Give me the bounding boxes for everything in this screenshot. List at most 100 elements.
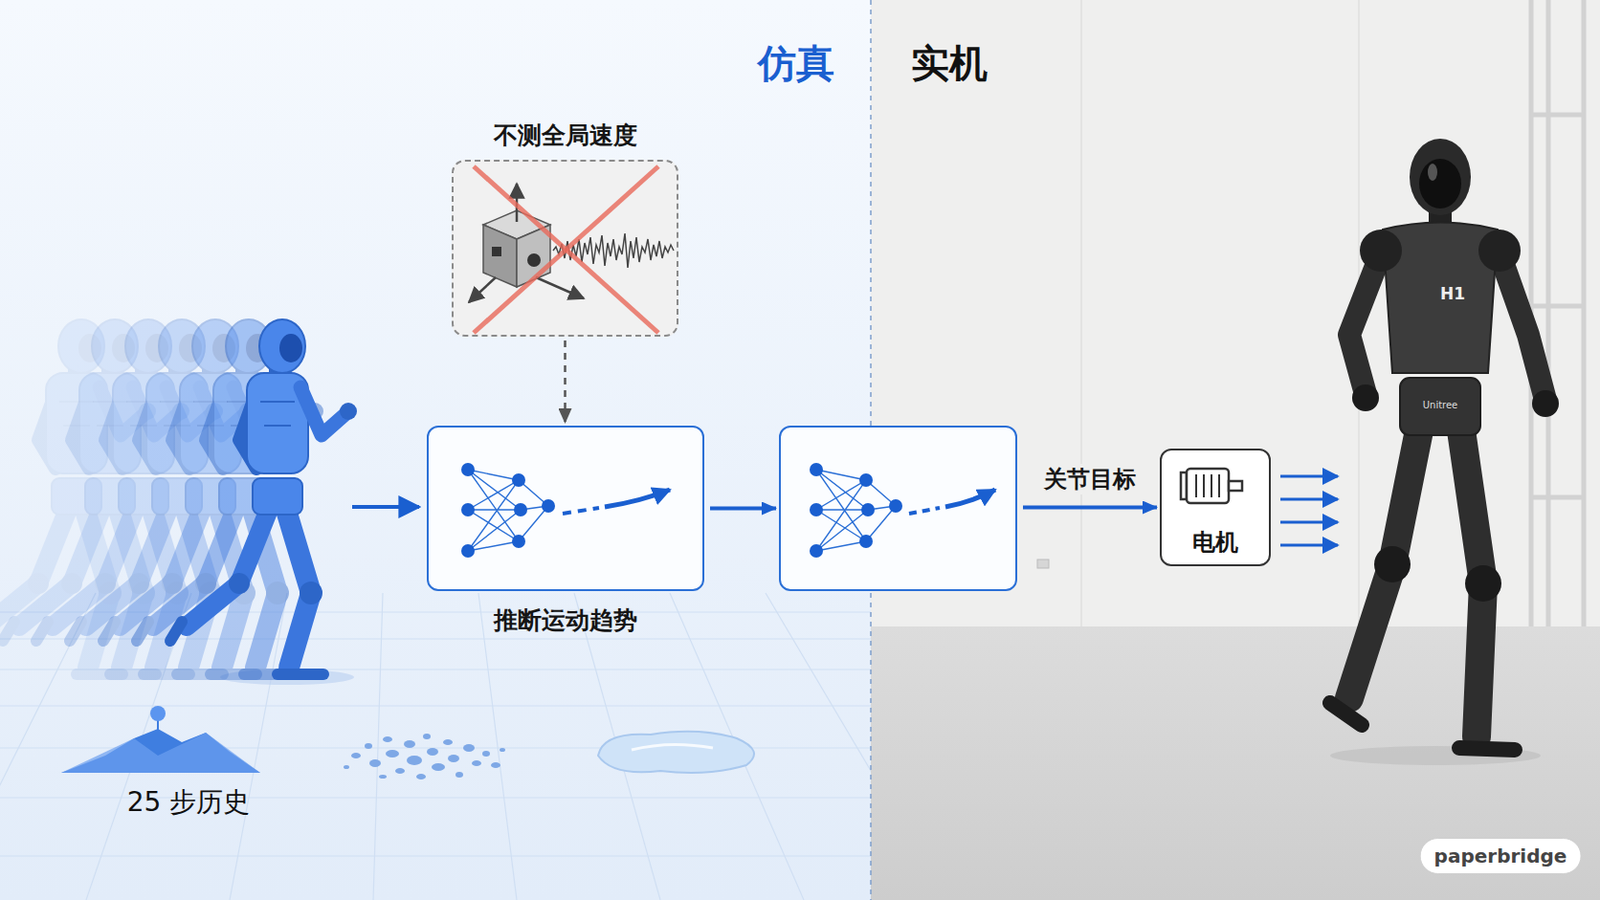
motor-icon <box>1180 468 1243 504</box>
wall-seam <box>1080 0 1083 627</box>
box-heading: 推断运动趋势 <box>493 606 638 636</box>
pebble <box>499 748 506 753</box>
network-box-fill <box>778 425 1018 592</box>
pebble <box>443 739 453 746</box>
signal-wave <box>553 233 674 268</box>
dashed-arrow <box>563 340 567 423</box>
trend-arrow <box>604 489 670 508</box>
scaffold-bar <box>1581 0 1587 627</box>
neuron <box>541 499 556 513</box>
neuron <box>861 503 875 517</box>
neuron <box>809 463 823 477</box>
robot-arm <box>1349 253 1381 395</box>
pebble <box>378 775 387 779</box>
robot-foot <box>1459 748 1515 751</box>
pebble <box>447 755 460 763</box>
edge-label: 关节目标 <box>1040 464 1140 495</box>
cube-left <box>483 224 517 288</box>
brand-mark: Unitree <box>1422 400 1459 412</box>
water-highlight <box>631 744 713 751</box>
robot-leg <box>1349 430 1420 699</box>
scaffold <box>1531 0 1584 627</box>
pebble <box>395 768 405 775</box>
real-robot <box>1330 138 1559 751</box>
robot-pelvis <box>1400 377 1481 436</box>
network-box-fill <box>426 425 705 592</box>
motor-box-fill <box>1159 448 1271 567</box>
pebble <box>463 744 475 753</box>
neuron <box>888 499 903 513</box>
pebble <box>471 760 482 767</box>
axis-arrow <box>468 277 496 303</box>
drive-arrows <box>1280 476 1338 546</box>
robot-shoulder <box>1478 229 1521 272</box>
terrain-face <box>61 733 261 774</box>
network-icon <box>461 463 670 558</box>
network-box <box>778 425 1018 592</box>
robot-arm <box>1499 253 1546 400</box>
cube-connector <box>527 253 541 267</box>
cross-mark <box>473 166 659 334</box>
section-title: 仿真 <box>757 40 835 87</box>
sensor-box: 不测全局速度 <box>451 159 679 337</box>
flow-arrow <box>1022 506 1157 511</box>
scaffold-bar <box>1546 0 1552 627</box>
sensor-box-fill <box>451 159 679 337</box>
water-puddle <box>598 732 755 774</box>
pebble <box>431 763 445 772</box>
robot-shadow <box>1330 746 1541 766</box>
trend-dashes <box>562 508 600 514</box>
drive-arrow <box>1280 521 1338 525</box>
neuron <box>461 463 475 477</box>
grid-line <box>478 593 517 900</box>
box-heading: 不测全局速度 <box>493 121 638 151</box>
watermark: paperbridge <box>1420 838 1582 875</box>
neuron <box>859 534 873 549</box>
robot-knee <box>1374 546 1411 583</box>
axis-arrow <box>535 277 584 299</box>
grid-line <box>373 593 383 900</box>
drive-arrow <box>1280 475 1338 479</box>
scaffold-bar <box>1531 495 1584 501</box>
robot-model-mark: H1 <box>1440 284 1466 304</box>
robot-visor <box>1419 158 1462 209</box>
visor-highlight <box>1427 163 1438 181</box>
motor-box: 电机 <box>1159 448 1271 567</box>
neuron <box>809 503 823 517</box>
pebble <box>422 733 431 740</box>
simulation-ground <box>0 0 871 900</box>
pebble <box>490 762 501 769</box>
motor-shaft <box>1228 481 1243 491</box>
input-arrow <box>352 505 420 510</box>
network-neurons <box>809 463 903 558</box>
flow-arrow <box>710 507 777 512</box>
robot-knee <box>1465 565 1502 602</box>
network-neurons <box>461 463 556 558</box>
drive-arrow <box>1280 498 1338 502</box>
robot-fist <box>1532 390 1559 418</box>
neuron <box>461 544 475 558</box>
robot-head <box>1409 138 1471 216</box>
network-links <box>467 469 549 552</box>
pebble <box>385 750 400 758</box>
neuron <box>809 544 823 558</box>
scaffold-bar <box>1531 304 1584 310</box>
neuron <box>461 503 475 517</box>
pebble <box>369 759 381 768</box>
drive-arrow <box>1280 544 1338 548</box>
pebble <box>351 753 361 759</box>
neuron <box>859 473 873 488</box>
network-icon <box>809 463 996 558</box>
pebble <box>482 751 490 757</box>
grid-line <box>0 705 871 707</box>
sim-robot <box>170 319 357 675</box>
section-title: 实机 <box>911 40 988 87</box>
pebble <box>426 748 439 756</box>
terrain-pin-head <box>150 706 166 722</box>
box-text: 电机 <box>1192 529 1239 557</box>
pebble <box>455 772 464 778</box>
robot-shoulder <box>1359 229 1402 272</box>
neuron <box>511 534 526 549</box>
